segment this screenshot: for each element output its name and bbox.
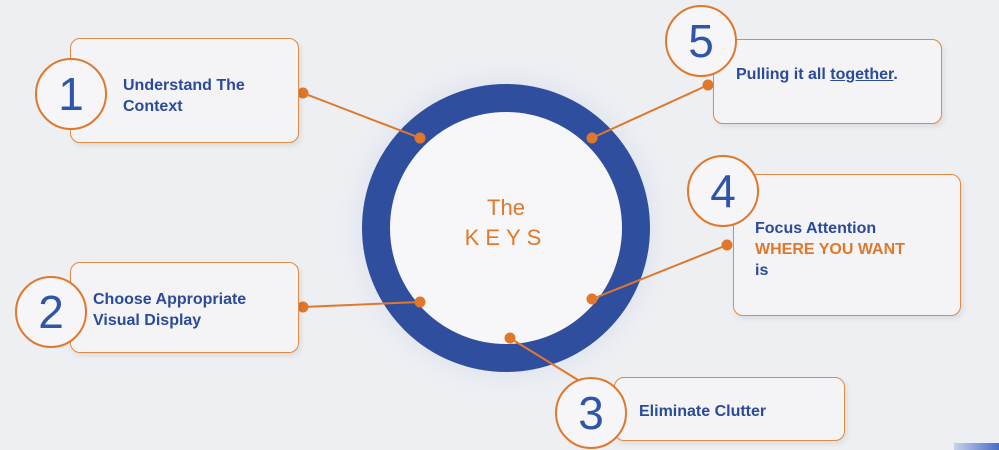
connector-2 xyxy=(302,301,421,308)
key-4-number-badge: 4 xyxy=(687,155,759,227)
key-card-4: Focus Attention WHERE YOU WANT is xyxy=(733,174,961,316)
connector-4-dot-box xyxy=(721,239,733,251)
key-card-5: Pulling it all together. xyxy=(713,39,942,124)
connector-1 xyxy=(302,92,421,139)
key-1-text: Understand The Context xyxy=(123,77,245,115)
connector-2-dot-box xyxy=(297,301,309,313)
corner-accent-bar xyxy=(954,443,999,450)
center-title-keys: KEYS xyxy=(464,225,548,250)
key-5-text: Pulling it all together. xyxy=(736,64,941,85)
connector-5 xyxy=(591,84,709,139)
connector-1-dot-ring xyxy=(414,132,426,144)
connector-3-dot-ring xyxy=(504,332,516,344)
blue-ring xyxy=(362,84,650,372)
connector-4-dot-ring xyxy=(586,293,598,305)
key-card-2: Choose Appropriate Visual Display xyxy=(70,262,299,353)
key-5-text-suffix: . xyxy=(893,66,898,83)
connector-2-dot-ring xyxy=(414,296,426,308)
key-5-number-badge: 5 xyxy=(665,5,737,77)
key-4-text: Focus Attention WHERE YOU WANT is xyxy=(755,218,955,281)
key-2-number-badge: 2 xyxy=(15,276,87,348)
connector-3 xyxy=(509,337,579,381)
key-4-line-3: is xyxy=(755,262,769,279)
key-4-line-2-highlight: WHERE YOU WANT xyxy=(755,241,905,258)
connector-1-dot-box xyxy=(297,87,309,99)
key-card-1: Understand The Context xyxy=(70,38,299,143)
key-5-text-prefix: Pulling it all xyxy=(736,66,831,83)
center-title-the: The xyxy=(487,195,525,220)
connector-5-dot-box xyxy=(702,79,714,91)
key-5-text-link[interactable]: together xyxy=(830,66,894,83)
key-2-text: Choose Appropriate Visual Display xyxy=(93,291,247,329)
key-1-number-badge: 1 xyxy=(35,58,107,130)
connector-5-dot-ring xyxy=(586,132,598,144)
key-4-line-1: Focus Attention xyxy=(755,220,877,237)
key-3-text: Eliminate Clutter xyxy=(639,403,767,420)
key-3-number-badge: 3 xyxy=(555,377,627,449)
connector-4 xyxy=(591,244,728,300)
key-card-3: Eliminate Clutter xyxy=(614,377,845,441)
